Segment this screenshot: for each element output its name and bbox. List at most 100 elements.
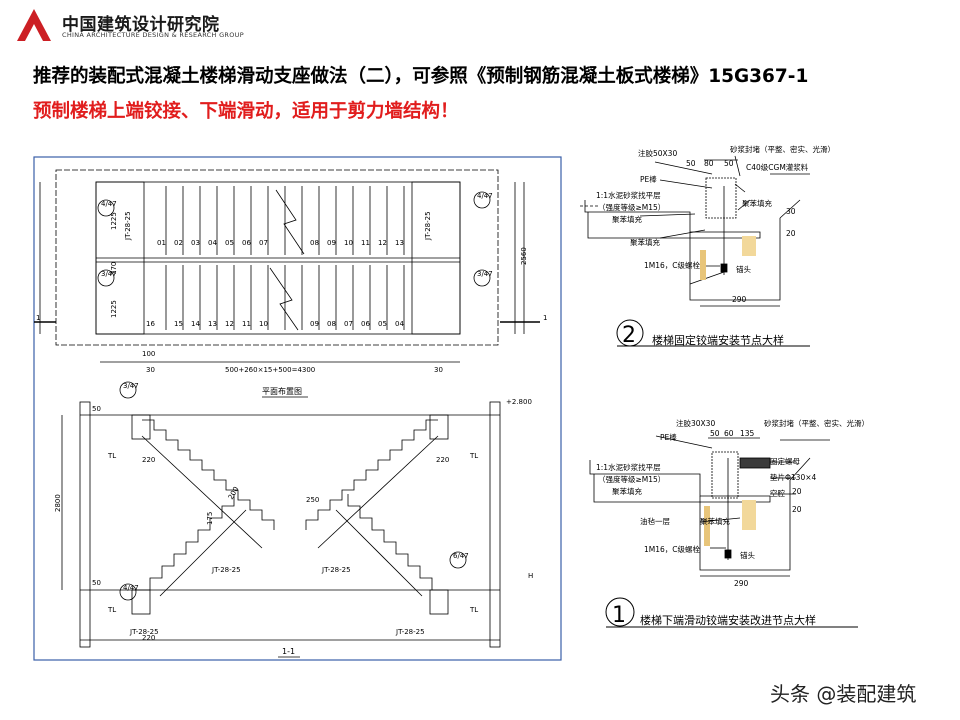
plan-dim-100: 100 [142,350,155,358]
detail1-felt-label: 油毡一层 [640,516,670,526]
step-number: 04 [208,239,217,247]
step-number: 08 [327,320,336,328]
detail2-mortar-label: 1:1水泥砂浆找平层 [596,190,661,200]
detail1-filler2-label: 聚苯填充 [700,516,730,526]
step-number: 09 [327,239,336,247]
step-number: 09 [310,320,319,328]
detail1-filler-label: 聚苯填充 [612,486,642,496]
beam-label: TL [107,606,116,614]
beam-label: TL [469,452,478,460]
detail1-cavity-label: 空腔 [770,488,785,498]
section-stair-right [305,419,438,530]
plan-member-label: JT-28-25 [124,211,132,241]
section-member: JT-28-25 [321,566,351,574]
step-number: 08 [310,239,319,247]
section-dim: 220 [142,634,155,642]
detail-1-badge: 1 楼梯下端滑动铰端安装改进节点大样 [605,597,858,628]
elevation-bottom: H [528,572,533,580]
section-member: JT-28-25 [395,628,425,636]
beam-label: TL [107,452,116,460]
section-dim: 220 [142,456,155,464]
detail2-anchor-label: 锚头 [736,264,751,274]
detail1-glue-label: 注胶30X30 [676,418,715,428]
step-number: 11 [361,239,370,247]
detail1-washer-label: 垫片Φ130×4 [770,472,817,482]
plan-step-numbers-bottom: 16 15 14 13 12 11 10 09 08 07 06 05 04 [146,320,404,328]
step-number: 01 [157,239,166,247]
step-number: 12 [225,320,234,328]
detail2-bolt-label: 1M16，C级螺栓 [644,260,701,270]
step-number: 16 [146,320,155,328]
detail2-filler-label: 聚苯填充 [612,214,642,224]
detail2-dim: 80 [704,159,714,168]
section-detail-refs: 3/47 4/47 6/47 [119,381,469,601]
detail-2-drawing [580,155,810,307]
section-dim-50: 50 [92,405,101,413]
plan-view [34,169,540,363]
detail1-number: 1 [612,603,626,628]
step-number: 10 [344,239,353,247]
detail2-glue-label: 注胶50X30 [638,148,677,158]
page-title: 推荐的装配式混凝土楼梯滑动支座做法（二），可参照《预制钢筋混凝土板式楼梯》15G… [33,66,809,87]
section-ref: 3/47 [123,382,139,390]
logo-mark-icon [17,9,51,41]
step-number: 02 [174,239,183,247]
detail1-seal-label: 砂浆封堵（平整、密实、光滑） [764,418,869,428]
section-view [61,401,501,648]
section-dim: 250 [306,496,319,504]
detail-2-labels: 注胶50X30 砂浆封堵（平整、密实、光滑） C40级CGM灌浆料 50 80 … [596,144,835,304]
step-number: 03 [191,239,200,247]
detail2-filler3-label: 聚苯填充 [630,237,660,247]
section-cut-mark: 1 [543,314,547,322]
detail1-bolt-label: 1M16，C级螺栓 [644,544,701,554]
section-dim-50: 50 [92,579,101,587]
plan-dim-30: 30 [434,366,443,374]
detail1-dim-20: 20 [792,505,802,514]
detail2-filler-label: 聚苯填充 [742,198,772,208]
detail2-seal-label: 砂浆封堵（平整、密实、光滑） [730,144,835,154]
step-number: 06 [242,239,251,247]
step-number: 05 [225,239,234,247]
detail2-dim: 50 [686,159,696,168]
step-number: 05 [378,320,387,328]
step-number: 06 [361,320,370,328]
step-number: 12 [378,239,387,247]
detail2-dim-30: 30 [786,207,796,216]
step-number: 14 [191,320,200,328]
logo-name-cn: 中国建筑设计研究院 [62,15,220,35]
plan-ref-left: 4/47 [101,200,117,208]
detail1-width-dim: 290 [734,579,749,588]
detail1-mortar-grade: （强度等级≥M15） [598,474,665,484]
section-dim: 175 [206,512,214,525]
step-number: 13 [208,320,217,328]
step-number: 15 [174,320,183,328]
plan-treads-top [165,186,405,255]
section-ref: 4/47 [123,584,139,592]
detail2-mortar-grade: （强度等级≥M15） [598,202,665,212]
detail1-dim: 50 [710,429,720,438]
plan-left-dim: 1225 [110,212,118,230]
detail-2-badge: 2 楼梯固定铰端安装节点大样 [616,319,810,348]
step-number: 10 [259,320,268,328]
drawing-frame [33,156,562,661]
detail2-title: 楼梯固定铰端安装节点大样 [652,333,784,347]
step-number: 11 [242,320,251,328]
source-watermark: 头条 @装配建筑 [770,682,917,706]
detail1-mortar-label: 1:1水泥砂浆找平层 [596,462,661,472]
logo-name-en: CHINA ARCHITECTURE DESIGN & RESEARCH GRO… [62,31,244,39]
detail2-dim: 50 [724,159,734,168]
page-subtitle: 预制楼梯上端铰接、下端滑动，适用于剪力墙结构！ [33,101,459,122]
step-number: 13 [395,239,404,247]
plan-ref-right: 3/47 [477,270,493,278]
detail-1-labels: 注胶30X30 砂浆封堵（平整、密实、光滑） 50 60 135 PE棒 1:1… [596,418,869,588]
detail-1-drawing [589,435,830,577]
plan-left-dim: 1225 [110,300,118,318]
plan-treads-bottom [165,265,405,330]
detail2-pe-label: PE棒 [640,174,657,184]
company-logo: 中国建筑设计研究院 CHINA ARCHITECTURE DESIGN & RE… [10,6,270,46]
section-cut-mark: 1 [36,314,40,322]
step-number: 07 [259,239,268,247]
detail2-grout-label: C40级CGM灌浆料 [746,162,809,172]
detail1-nut-label: 固定螺母 [770,456,800,466]
